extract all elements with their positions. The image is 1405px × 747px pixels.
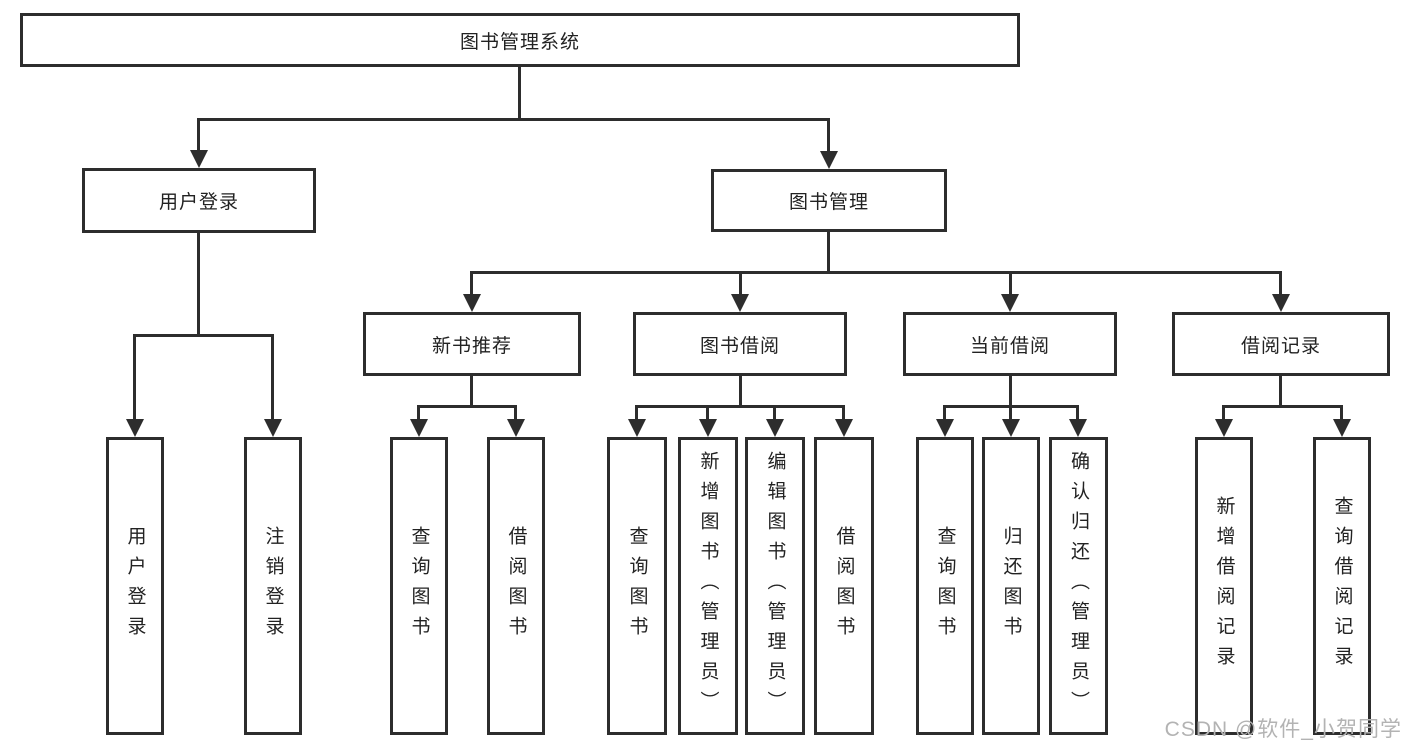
connector-borrow-records-bar <box>1222 405 1343 408</box>
node-book-management-label: 图书管理 <box>788 192 869 213</box>
node-records-add-record: 新增借阅记录 <box>1195 437 1253 735</box>
node-current-borrow-label: 当前借阅 <box>969 335 1050 357</box>
csdn-watermark: CSDN @软件_小贺同学 <box>1164 718 1402 741</box>
arrow-down-icon <box>1001 294 1019 312</box>
node-borrow-query-books-label: 查询图书 <box>626 526 648 646</box>
node-library-system: 图书管理系统 <box>20 13 1020 67</box>
arrow-down-icon <box>936 419 954 437</box>
connector-borrow-records-stem <box>1279 375 1282 407</box>
connector-leaf-stem <box>417 405 420 421</box>
connector-leaf-stem <box>635 405 638 421</box>
connector-user-login-bar <box>133 334 274 337</box>
connector-stem-book-borrow <box>739 271 742 296</box>
node-borrow-records: 借阅记录 <box>1172 312 1390 376</box>
node-book-borrow-label: 图书借阅 <box>699 335 780 357</box>
arrow-down-icon <box>731 294 749 312</box>
node-login-logout-label: 注销登录 <box>262 526 284 646</box>
node-records-add-record-label: 新增借阅记录 <box>1213 496 1235 676</box>
connector-stem-borrow-records <box>1279 271 1282 296</box>
connector-stem-user-login <box>197 118 200 152</box>
connector-leaf-stem <box>514 405 517 421</box>
node-borrow-records-label: 借阅记录 <box>1240 335 1321 357</box>
arrow-down-icon <box>1333 419 1351 437</box>
connector-stem-current-borrow <box>1009 271 1012 296</box>
connector-stem-book-management <box>827 118 830 152</box>
arrow-down-icon <box>1272 294 1290 312</box>
node-current-query-books: 查询图书 <box>916 437 974 735</box>
node-records-query-record: 查询借阅记录 <box>1313 437 1371 735</box>
arrow-down-icon <box>1069 419 1087 437</box>
node-book-management: 图书管理 <box>711 169 947 232</box>
connector-user-login-stem <box>197 232 200 336</box>
connector-new-book-bar <box>417 405 517 408</box>
connector-root-stem <box>518 66 521 120</box>
connector-current-borrow-stem <box>1009 375 1012 407</box>
arrow-down-icon <box>507 419 525 437</box>
node-recommend-borrow-books-label: 借阅图书 <box>505 526 527 646</box>
node-current-return-books-label: 归还图书 <box>1000 526 1022 646</box>
connector-leaf-stem <box>706 405 709 421</box>
connector-leaf-stem <box>943 405 946 421</box>
node-current-query-books-label: 查询图书 <box>934 526 956 646</box>
arrow-down-icon <box>1215 419 1233 437</box>
arrow-down-icon <box>264 419 282 437</box>
node-current-confirm-return-admin: 确认归还（管理员） <box>1049 437 1108 735</box>
node-recommend-query-books-label: 查询图书 <box>408 526 430 646</box>
arrow-down-icon <box>190 150 208 168</box>
node-current-return-books: 归还图书 <box>982 437 1040 735</box>
node-borrow-borrow-books: 借阅图书 <box>814 437 874 735</box>
node-login-logout: 注销登录 <box>244 437 302 735</box>
node-borrow-add-books-admin-label: 新增图书（管理员） <box>697 451 719 721</box>
connector-leaf-stem <box>1222 405 1225 421</box>
node-user-login: 用户登录 <box>82 168 316 233</box>
node-current-borrow: 当前借阅 <box>903 312 1117 376</box>
arrow-down-icon <box>835 419 853 437</box>
node-current-confirm-return-admin-label: 确认归还（管理员） <box>1068 451 1089 721</box>
node-recommend-query-books: 查询图书 <box>390 437 448 735</box>
connector-leaf-stem <box>842 405 845 421</box>
node-login-user-login: 用户登录 <box>106 437 164 735</box>
node-borrow-add-books-admin: 新增图书（管理员） <box>678 437 738 735</box>
arrow-down-icon <box>699 419 717 437</box>
connector-level2-bar <box>470 271 1282 274</box>
node-login-user-login-label: 用户登录 <box>124 526 146 646</box>
node-borrow-borrow-books-label: 借阅图书 <box>833 526 855 646</box>
node-user-login-label: 用户登录 <box>158 192 239 213</box>
node-recommend-borrow-books: 借阅图书 <box>487 437 545 735</box>
arrow-down-icon <box>628 419 646 437</box>
arrow-down-icon <box>410 419 428 437</box>
node-borrow-query-books: 查询图书 <box>607 437 667 735</box>
connector-new-book-stem <box>470 375 473 407</box>
node-borrow-edit-books-admin: 编辑图书（管理员） <box>745 437 805 735</box>
arrow-down-icon <box>766 419 784 437</box>
node-book-borrow: 图书借阅 <box>633 312 847 376</box>
connector-leaf-stem <box>1009 405 1012 421</box>
connector-stem-logout-leaf <box>271 334 274 421</box>
connector-book-management-stem <box>827 231 830 273</box>
node-new-book-recommend: 新书推荐 <box>363 312 581 376</box>
arrow-down-icon <box>463 294 481 312</box>
node-borrow-edit-books-admin-label: 编辑图书（管理员） <box>764 451 786 721</box>
connector-stem-login-leaf <box>133 334 136 421</box>
connector-book-borrow-bar <box>635 405 845 408</box>
arrow-down-icon <box>820 151 838 169</box>
connector-leaf-stem <box>1076 405 1079 421</box>
node-library-system-label: 图书管理系统 <box>459 31 580 53</box>
connector-stem-new-book <box>470 271 473 296</box>
connector-leaf-stem <box>773 405 776 421</box>
node-new-book-recommend-label: 新书推荐 <box>431 335 512 357</box>
connector-leaf-stem <box>1340 405 1343 421</box>
connector-level1-bar <box>197 118 830 121</box>
node-records-query-record-label: 查询借阅记录 <box>1331 496 1353 676</box>
arrow-down-icon <box>1002 419 1020 437</box>
connector-book-borrow-stem <box>739 375 742 407</box>
arrow-down-icon <box>126 419 144 437</box>
